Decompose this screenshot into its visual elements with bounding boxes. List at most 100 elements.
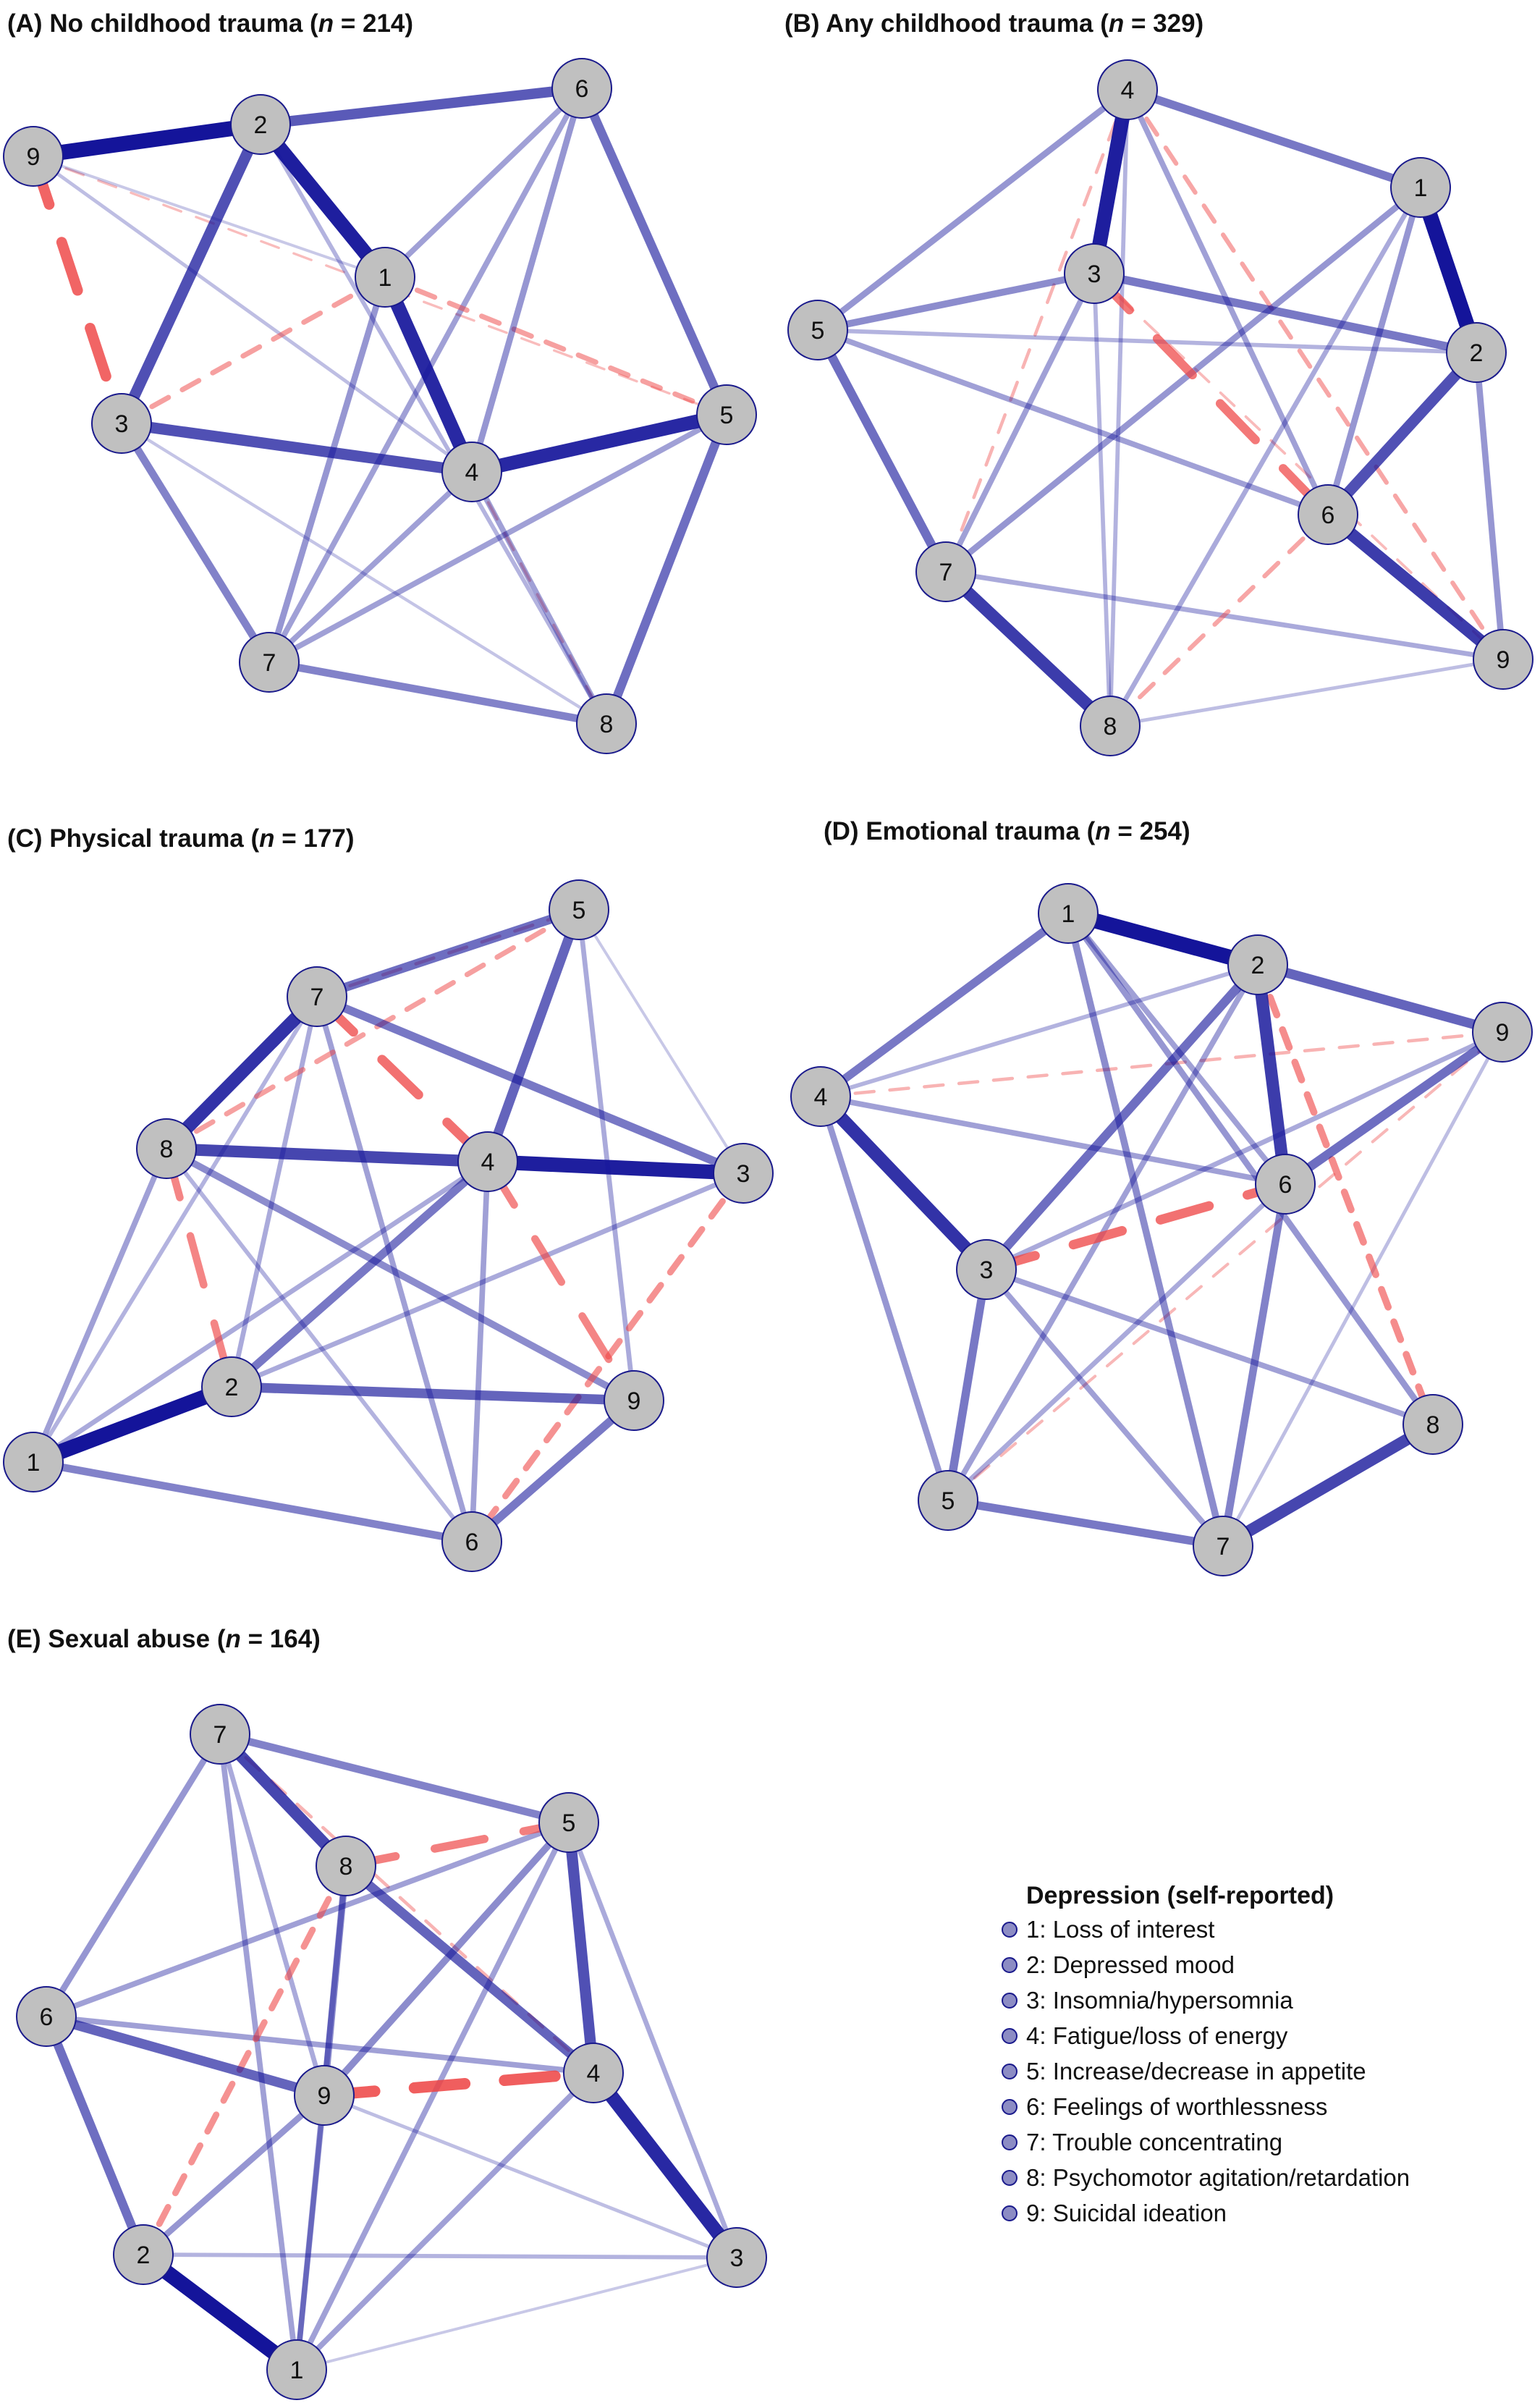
edge-positive-4-1 xyxy=(295,2071,596,2372)
node-label: 7 xyxy=(1217,1533,1230,1561)
edge-positive-4-8 xyxy=(1108,89,1130,727)
sample-size-symbol: n xyxy=(226,1625,241,1653)
legend-item: 1: Loss of interest xyxy=(1002,1916,1214,1943)
edge-negative-3-6 xyxy=(1089,269,1333,520)
legend-dot xyxy=(1002,1993,1018,2009)
panel-name: Any childhood trauma ( xyxy=(826,9,1109,38)
edge-positive-7-8 xyxy=(161,992,322,1154)
sample-size-value: = 329) xyxy=(1124,9,1203,38)
edge-positive-5-8 xyxy=(602,413,731,726)
edge-positive-5-2 xyxy=(817,328,1477,355)
node-4: 4 xyxy=(441,442,502,502)
edge-negative-2-8 xyxy=(140,1862,350,2258)
edge-positive-1-7 xyxy=(31,995,319,1464)
edge-positive-1-4 xyxy=(818,910,1071,1100)
panel-name: Emotional trauma ( xyxy=(866,817,1095,845)
node-label: 6 xyxy=(575,75,589,103)
node-6: 6 xyxy=(1298,484,1358,545)
node-circle xyxy=(713,1143,774,1204)
edge-negative-9-4 xyxy=(318,2067,599,2101)
node-circle xyxy=(1064,243,1125,304)
node-circle xyxy=(563,2043,624,2103)
edge-positive-5-6 xyxy=(816,327,1329,518)
node-circle xyxy=(790,1066,851,1127)
edge-negative-4-9 xyxy=(1125,87,1506,662)
edge-positive-9-2 xyxy=(32,117,262,164)
edge-positive-7-8 xyxy=(268,658,607,728)
edge-positive-9-1 xyxy=(294,2095,327,2370)
edge-negative-2-8 xyxy=(1254,961,1437,1428)
node-1: 1 xyxy=(266,2339,327,2400)
node-label: 6 xyxy=(1321,502,1335,529)
panel-a: (A) No childhood trauma (n = 214)1234567… xyxy=(3,9,757,754)
node-label: 4 xyxy=(1121,77,1135,104)
node-circle xyxy=(1473,629,1533,690)
edge-positive-1-7 xyxy=(1065,912,1227,1547)
legend-item-label: 3: Insomnia/hypersomnia xyxy=(1026,1987,1293,2014)
edge-positive-6-9 xyxy=(45,2011,326,2100)
node-7: 7 xyxy=(287,966,347,1027)
legend-item-label: 7: Trouble concentrating xyxy=(1026,2129,1282,2155)
node-label: 1 xyxy=(1414,174,1428,202)
panel-name: Physical trauma ( xyxy=(49,824,259,853)
node-circle xyxy=(3,126,64,187)
edge-positive-1-7 xyxy=(944,185,1423,575)
node-8: 8 xyxy=(316,1836,376,1896)
node-2: 2 xyxy=(201,1356,262,1417)
edge-positive-1-8 xyxy=(1065,911,1436,1427)
node-circle xyxy=(1472,1002,1533,1063)
edge-positive-3-7 xyxy=(943,272,1097,573)
panel-letter: (C) xyxy=(7,824,49,853)
edge-positive-7-6 xyxy=(314,995,475,1543)
node-circle xyxy=(551,58,612,119)
node-2: 2 xyxy=(1227,934,1288,995)
node-circle xyxy=(576,693,637,754)
node-label: 4 xyxy=(465,459,479,486)
node-label: 8 xyxy=(1426,1411,1440,1439)
edge-positive-9-4 xyxy=(32,155,473,473)
node-circle xyxy=(457,1131,518,1192)
node-label: 7 xyxy=(939,559,953,586)
node-9: 9 xyxy=(1472,1002,1533,1063)
node-label: 5 xyxy=(562,1809,576,1837)
node-1: 1 xyxy=(1038,883,1099,944)
edge-positive-6-4 xyxy=(46,2014,594,2076)
edge-positive-6-5 xyxy=(578,86,731,417)
node-circle xyxy=(190,1704,250,1765)
edge-positive-7-5 xyxy=(316,905,580,1001)
edge-positive-6-1 xyxy=(383,86,584,279)
node-label: 4 xyxy=(587,2060,601,2087)
edge-positive-3-8 xyxy=(985,1267,1434,1427)
edge-positive-6-2 xyxy=(42,2014,148,2257)
edge-positive-8-1 xyxy=(30,1147,169,1464)
edge-negative-4-9 xyxy=(483,1157,638,1405)
edge-positive-5-4 xyxy=(483,908,584,1164)
node-circle xyxy=(287,966,347,1027)
edge-positive-6-4 xyxy=(468,87,585,473)
edge-positive-9-1 xyxy=(33,155,386,279)
edge-negative-4-7 xyxy=(944,88,1130,574)
node-label: 1 xyxy=(27,1449,41,1477)
sample-size-symbol: n xyxy=(1095,817,1110,845)
node-label: 5 xyxy=(811,317,825,345)
node-3: 3 xyxy=(956,1239,1017,1300)
edge-positive-4-8 xyxy=(469,470,609,725)
node-label: 9 xyxy=(1497,646,1510,674)
legend-item-label: 4: Fatigue/loss of energy xyxy=(1026,2022,1288,2049)
panel-name: Sexual abuse ( xyxy=(48,1625,225,1653)
node-label: 2 xyxy=(1251,952,1265,979)
sample-size-symbol: n xyxy=(318,9,334,38)
edge-negative-5-9 xyxy=(946,1030,1505,1503)
node-label: 2 xyxy=(225,1374,239,1401)
node-circle xyxy=(201,1356,262,1417)
edge-positive-3-8 xyxy=(120,422,608,725)
sample-size-value: = 164) xyxy=(241,1625,321,1653)
edge-positive-8-4 xyxy=(166,1142,488,1168)
panel-letter: (B) xyxy=(784,9,826,38)
node-label: 3 xyxy=(980,1257,994,1284)
legend-item: 8: Psychomotor agitation/retardation xyxy=(1002,2164,1410,2191)
edge-positive-1-7 xyxy=(266,276,389,664)
legend-item: 2: Depressed mood xyxy=(1002,1951,1235,1978)
edge-layer xyxy=(813,85,1507,731)
edge-positive-2-9 xyxy=(231,1382,635,1406)
